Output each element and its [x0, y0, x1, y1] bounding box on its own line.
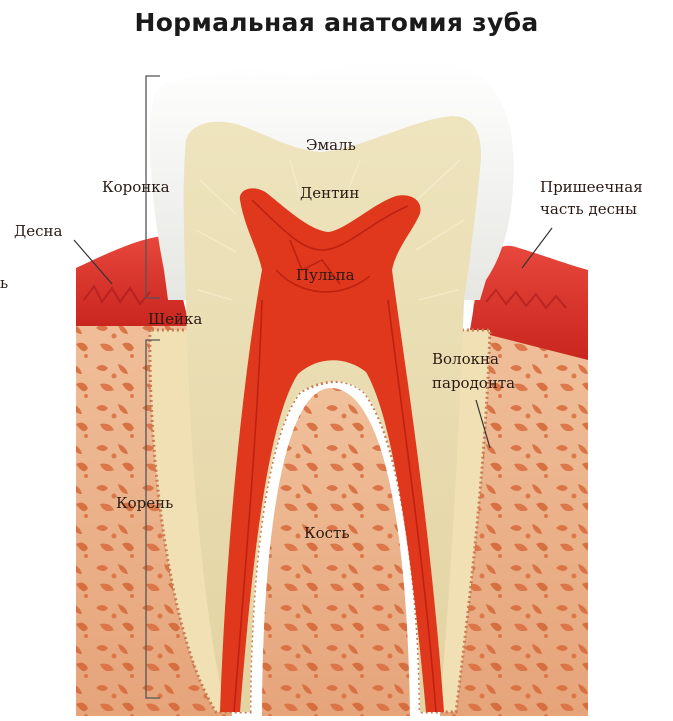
label-gum: Десна	[14, 222, 62, 240]
label-root: Корень	[116, 494, 173, 512]
label-gingival-margin-1: Пришеечная	[540, 178, 643, 196]
label-bone: Кость	[304, 524, 350, 542]
label-cut-left-1: ь	[0, 274, 8, 292]
label-enamel: Эмаль	[306, 136, 356, 154]
label-dentin: Дентин	[300, 184, 359, 202]
label-periodontal-fibers-1: Волокна	[432, 350, 499, 368]
label-neck: Шейка	[148, 310, 202, 328]
label-crown: Коронка	[102, 178, 170, 196]
label-pulp: Пульпа	[296, 266, 355, 284]
label-periodontal-fibers-2: пародонта	[432, 374, 515, 392]
page-title: Нормальная анатомия зуба	[0, 8, 673, 37]
label-gingival-margin-2: часть десны	[540, 200, 637, 218]
